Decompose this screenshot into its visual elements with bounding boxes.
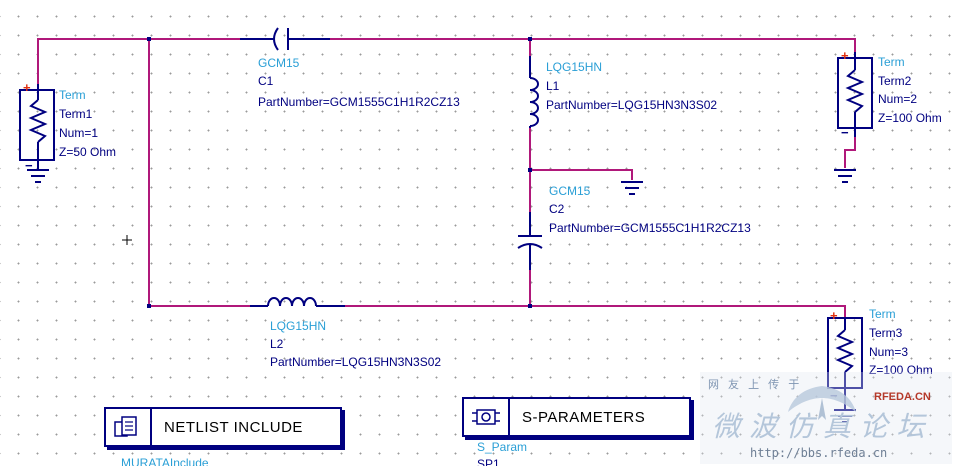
watermark-logo-icon: [788, 386, 856, 420]
l1-ref-label: L1: [546, 79, 560, 93]
wire-top-left: [37, 38, 245, 84]
wire-left-vertical: [148, 39, 250, 307]
c2-model-label: GCM15: [549, 184, 591, 198]
l2-partnumber-label: PartNumber=LQG15HN3N3S02: [270, 355, 442, 369]
sparam-icon: [464, 399, 510, 435]
term3-ref-label: Term3: [869, 326, 903, 340]
sparam-instance-label: SP1: [477, 457, 500, 466]
term2-z-label: Z=100 Ohm: [878, 111, 942, 125]
wires: [37, 38, 856, 318]
c1-ref-label: C1: [258, 74, 274, 88]
term1-type-label: Term: [59, 88, 86, 102]
watermark-brand: RFEDA.CN: [874, 391, 931, 403]
term1-symbol: [19, 84, 55, 183]
term1-num-label: Num=1: [59, 126, 99, 140]
term2-num-label: Num=2: [878, 92, 918, 106]
term3-z-label: Z=100 Ohm: [869, 363, 933, 377]
l2-model-label: LQG15HN: [270, 319, 327, 333]
capacitor-c2: [517, 212, 543, 270]
svg-text:+: +: [830, 308, 838, 323]
netlist-instance-label: MURATAInclude: [121, 456, 209, 466]
c1-partnumber-label: PartNumber=GCM1555C1H1R2CZ13: [258, 95, 460, 109]
term2-type-label: Term: [878, 55, 905, 69]
term1-z-label: Z=50 Ohm: [59, 145, 117, 159]
l1-partnumber-label: PartNumber=LQG15HN3N3S02: [546, 98, 718, 112]
wire-term2-bottom: [844, 137, 856, 168]
l1-model-label: LQG15HN: [546, 60, 603, 74]
s-parameters-controller[interactable]: S-PARAMETERS: [462, 397, 691, 437]
wire-top-right: [530, 38, 856, 52]
netlist-include-controller[interactable]: NETLIST INCLUDE: [104, 407, 342, 447]
wire-bottom-right: [345, 305, 846, 318]
ground-symbol: [621, 181, 643, 195]
svg-text:+: +: [23, 80, 31, 95]
term2-ref-label: Term2: [878, 74, 912, 88]
capacitor-c1: [240, 27, 330, 51]
watermark-url: http://bbs.rfeda.cn: [750, 446, 888, 460]
netlist-include-title: NETLIST INCLUDE: [164, 418, 303, 436]
sparam-type-label: S_Param: [477, 440, 528, 454]
term2-symbol: [834, 52, 873, 183]
watermark-overlay: 网 友 上 传 于 RFEDA.CN 微 波 仿 真 论 坛 http://bb…: [700, 372, 952, 464]
netlist-icon: [106, 409, 152, 445]
wire-gnd-branch: [530, 169, 633, 180]
term3-num-label: Num=3: [869, 345, 909, 359]
l2-ref-label: L2: [270, 337, 284, 351]
watermark-big-text: 微 波 仿 真 论 坛: [712, 410, 925, 443]
wire-junctions: [147, 37, 532, 308]
svg-text:−: −: [25, 158, 33, 173]
term1-ref-label: Term1: [59, 107, 93, 121]
svg-text:−: −: [841, 125, 849, 140]
c2-partnumber-label: PartNumber=GCM1555C1H1R2CZ13: [549, 221, 751, 235]
s-parameters-title: S-PARAMETERS: [522, 408, 646, 426]
c2-ref-label: C2: [549, 202, 565, 216]
c1-model-label: GCM15: [258, 56, 300, 70]
inductor-l1: [529, 56, 539, 128]
crosshair-cursor-icon: [122, 235, 132, 245]
svg-text:+: +: [841, 48, 849, 63]
term3-type-label: Term: [869, 307, 896, 321]
watermark-small-text: 网 友 上 传 于: [708, 379, 803, 391]
inductor-l2: [250, 297, 345, 307]
